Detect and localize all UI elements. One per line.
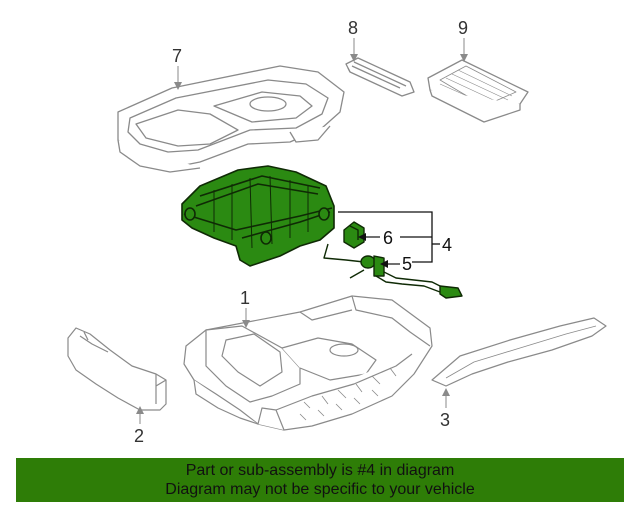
callout-7-arrow — [174, 82, 182, 90]
part-8-pad[interactable] — [345, 57, 415, 97]
notice-banner: Part or sub-assembly is #4 in diagram Di… — [16, 458, 624, 502]
callout-3-label: 3 — [440, 410, 450, 430]
part-7-console-lid[interactable] — [117, 65, 345, 173]
part-3-side-trim[interactable] — [431, 317, 607, 387]
parts-diagram: 7 8 9 6 — [67, 18, 607, 446]
callout-6-arrow — [358, 233, 366, 241]
callout-1-arrow — [242, 320, 250, 328]
callout-2-arrow — [136, 406, 144, 414]
part-5-harness[interactable] — [323, 243, 445, 293]
part-6-switch[interactable] — [343, 221, 365, 249]
callout-2-label: 2 — [134, 426, 144, 446]
callout-1-label: 1 — [240, 288, 250, 308]
callout-8-arrow — [350, 54, 358, 62]
callout-3-arrow — [442, 388, 450, 396]
notice-line-1: Part or sub-assembly is #4 in diagram — [185, 462, 455, 479]
callout-6-label: 6 — [383, 228, 393, 248]
callout-9-label: 9 — [458, 18, 468, 38]
notice-line-2: Diagram may not be specific to your vehi… — [165, 481, 475, 498]
part-4-assembly[interactable] — [181, 165, 335, 267]
callout-4-bracket — [338, 211, 440, 263]
callout-8-label: 8 — [348, 18, 358, 38]
callout-9-arrow — [460, 54, 468, 62]
callout-5-arrow — [380, 260, 388, 268]
part-9-mat[interactable] — [427, 59, 529, 123]
part-1-console-base[interactable] — [183, 295, 433, 431]
part-5-connector[interactable] — [360, 255, 463, 299]
callout-4-label: 4 — [442, 235, 452, 255]
callout-5-label: 5 — [402, 254, 412, 274]
callout-7-label: 7 — [172, 46, 182, 66]
part-2-end-trim[interactable] — [67, 327, 167, 411]
